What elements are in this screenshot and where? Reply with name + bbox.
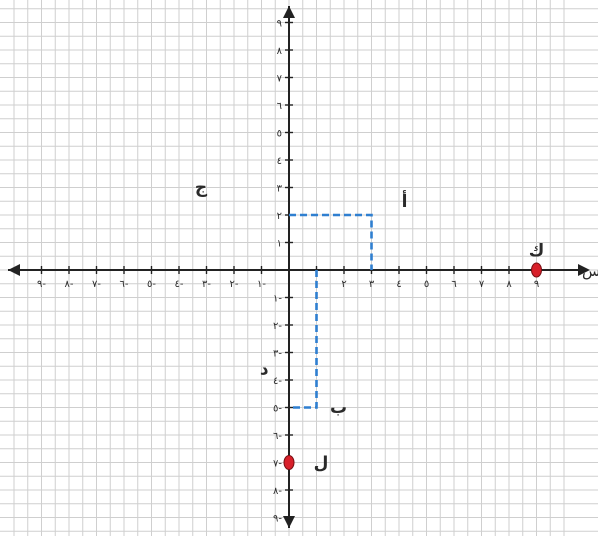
x-axis-label: س — [582, 262, 598, 280]
x-tick-label: ٣ — [369, 279, 375, 290]
y-tick-label: ١ — [277, 239, 282, 250]
y-tick-label: ٥ — [277, 129, 282, 140]
point-marker — [283, 455, 295, 470]
region-label: د — [260, 360, 269, 380]
x-tick-label: ٥- — [147, 279, 156, 290]
y-tick-label: ٩ — [277, 19, 282, 30]
x-tick-label: ٩- — [37, 279, 46, 290]
x-tick-label: ٩ — [534, 279, 539, 290]
x-axis-arrow-right — [578, 264, 590, 276]
y-axis-arrow-up — [283, 6, 295, 18]
x-axis-arrow-left — [8, 264, 20, 276]
x-tick-label: ٤ — [396, 279, 401, 290]
x-tick-label: ٨ — [506, 279, 512, 290]
y-tick-label: ٣- — [273, 349, 282, 360]
y-tick-label: ٦ — [277, 101, 282, 112]
x-tick-label: ٥ — [424, 279, 429, 290]
x-tick-label: ٢ — [341, 279, 346, 290]
point-marker — [531, 262, 542, 278]
x-tick-label: ٤- — [175, 279, 184, 290]
y-tick-label: ٢- — [273, 321, 282, 332]
x-tick-label: ٦ — [451, 279, 456, 290]
x-tick-label: ٢- — [230, 279, 239, 290]
y-tick-label: ٤ — [277, 156, 282, 167]
y-tick-label: ٣ — [277, 184, 283, 195]
y-axis-arrow-down — [283, 516, 295, 528]
y-tick-label: ٧ — [277, 74, 283, 85]
labels: أ ج ب د — [195, 178, 408, 418]
y-tick-label: ٢ — [277, 211, 282, 222]
y-tick-label: ٤- — [273, 376, 282, 387]
region-label: أ — [402, 190, 408, 212]
y-tick-label: ٧- — [273, 459, 282, 470]
dashed-paths — [289, 213, 373, 409]
x-tick-label: ٣- — [202, 279, 211, 290]
x-tick-label: ١- — [257, 279, 266, 290]
point-label: ك — [529, 241, 545, 261]
y-tick-label: ٩- — [273, 514, 282, 525]
region-label: ب — [330, 398, 347, 418]
x-tick-label: ٦- — [120, 279, 129, 290]
dashed-path — [289, 270, 318, 409]
region-label: ج — [195, 178, 208, 198]
x-tick-label: ٧ — [479, 279, 485, 290]
y-tick-label: ٥- — [273, 404, 282, 415]
x-tick-label: ٧- — [92, 279, 101, 290]
y-tick-label: ٨ — [277, 46, 283, 57]
dashed-path — [289, 213, 373, 270]
y-tick-label: ١- — [273, 294, 282, 305]
plotted-points: كل — [283, 241, 545, 474]
y-tick-label: ٨- — [273, 486, 282, 497]
axes: س — [8, 6, 598, 528]
y-tick-label: ٦- — [273, 431, 282, 442]
x-tick-label: ٨- — [65, 279, 74, 290]
point-label: ل — [314, 454, 329, 474]
